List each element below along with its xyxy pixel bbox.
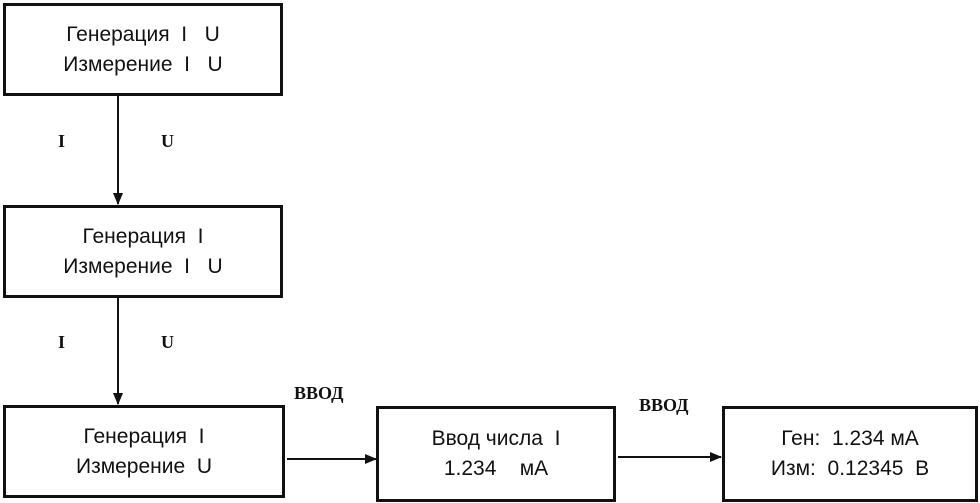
result-display-box: Ген: 1.234 мА Изм: 0.12345 В xyxy=(722,406,978,502)
box-line-gen-value: Ген: 1.234 мА xyxy=(781,427,919,450)
edge2-label-u: U xyxy=(161,332,174,352)
number-entry-box: Ввод числа I 1.234 мА xyxy=(376,406,616,502)
edge1-label-u: U xyxy=(161,131,174,151)
mode-box-gen-iu-meas-iu: Генерация I U Измерение I U xyxy=(3,3,283,96)
box-line-measurement: Измерение U xyxy=(75,454,213,478)
box-line-generation: Генерация I xyxy=(83,424,205,448)
box-line-meas-value: Изм: 0.12345 В xyxy=(770,457,930,480)
box-line-generation: Генерация I xyxy=(82,224,204,248)
box-line-measurement: Измерение I U xyxy=(63,254,223,278)
box-line-generation: Генерация I U xyxy=(66,22,220,46)
edge4-label-enter: ВВОД xyxy=(639,395,689,415)
box-line-entry-value: 1.234 мА xyxy=(443,457,549,480)
edge1-label-i: I xyxy=(58,131,66,151)
mode-box-gen-i-meas-u: Генерация I Измерение U xyxy=(3,405,285,498)
mode-box-gen-i-meas-iu: Генерация I Измерение I U xyxy=(3,205,283,298)
box-line-measurement: Измерение I U xyxy=(63,52,223,76)
box-line-entry-title: Ввод числа I xyxy=(431,427,561,450)
edge3-label-enter: ВВОД xyxy=(294,383,344,403)
edge2-label-i: I xyxy=(58,332,66,352)
